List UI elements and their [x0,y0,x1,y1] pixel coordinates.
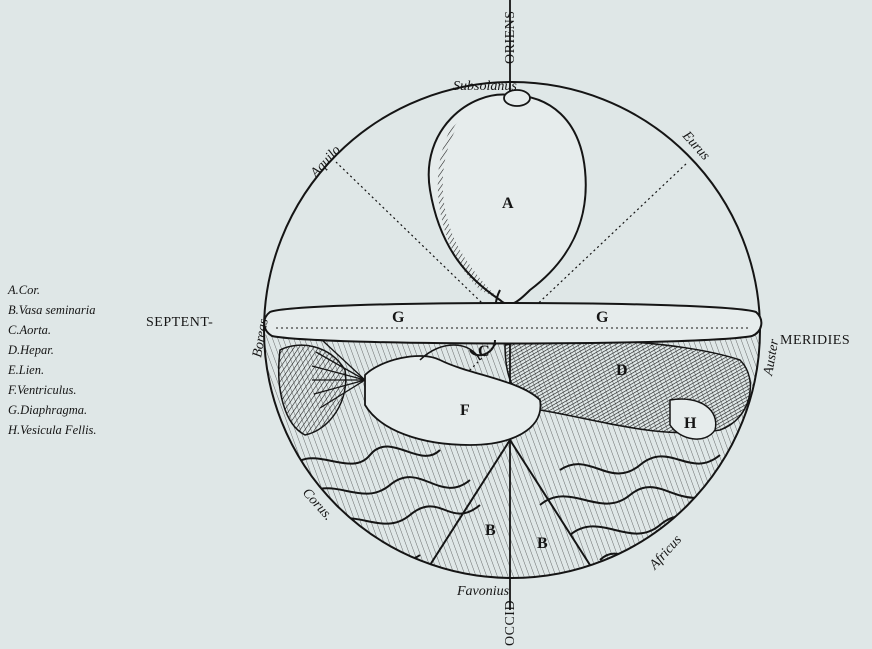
letter-b-right: B [537,535,548,552]
label-aquilo: Aquilo [307,143,344,182]
letter-f-stomach: F [460,402,470,419]
letter-h-gallbladder: H [684,415,697,432]
label-subsolanus: Subsolanus [453,79,517,94]
label-occid: OCCID [503,600,518,646]
label-oriens: ORIENS [503,10,518,64]
label-africus: Africus [646,532,685,573]
label-favonius: Favonius [456,584,510,599]
letter-d-liver: D [616,362,628,379]
label-eurus: Eurus [678,128,713,164]
letter-c-aorta: C [478,343,490,360]
letter-g-right: G [596,309,609,326]
letter-b-left: B [485,522,496,539]
label-septent: SEPTENT- [146,315,213,330]
letter-g-left: G [392,309,405,326]
abdomen-region [264,335,760,605]
label-auster: Auster [761,338,782,378]
diaphragm [264,303,761,344]
label-meridies: MERIDIES [780,333,850,348]
letter-a-heart: A [502,195,514,212]
